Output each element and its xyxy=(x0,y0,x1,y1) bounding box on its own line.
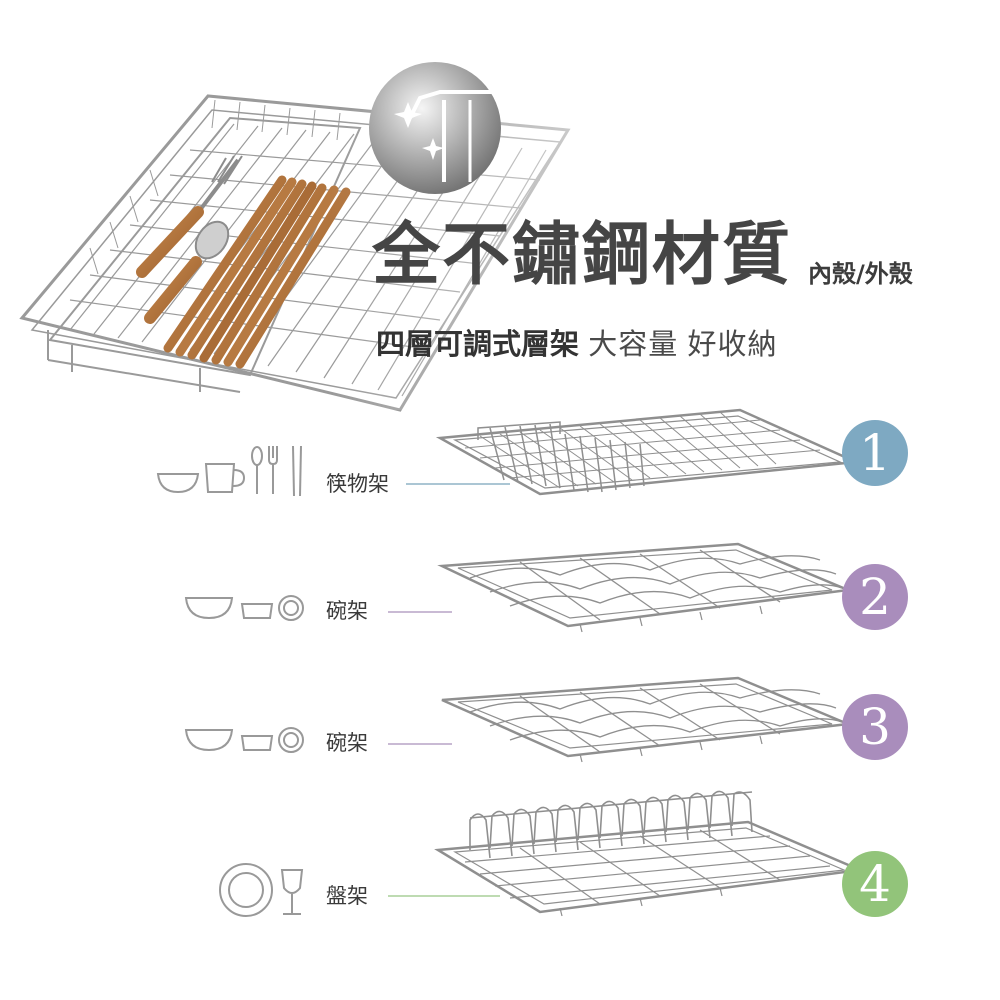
plate-icon xyxy=(278,727,304,753)
rack-3-label: 碗架 xyxy=(326,731,368,755)
bowl-icon xyxy=(184,729,234,752)
tagline-main: 四層可調式層架 xyxy=(376,327,580,361)
rack-1-number-badge: 1 xyxy=(842,420,908,486)
bowl-icon xyxy=(184,597,234,620)
rack-2-label: 碗架 xyxy=(326,599,368,623)
rack-3-image xyxy=(441,676,853,763)
rack-2-image xyxy=(437,542,853,633)
tagline-feature-1: 大容量 xyxy=(588,327,679,361)
small-bowl-icon xyxy=(240,603,274,619)
headline-note: 內殼/外殼 xyxy=(808,260,913,288)
wine-glass-icon xyxy=(280,869,304,915)
tagline: 四層可調式層架 大容量 好收納 xyxy=(376,330,777,359)
brand-logo xyxy=(369,62,501,194)
cup-icon xyxy=(204,463,246,493)
plate-icon xyxy=(219,863,273,917)
headline-title: 全不鏽鋼材質 xyxy=(372,216,793,295)
spoon-icon xyxy=(251,446,263,494)
chopsticks-image xyxy=(163,175,351,369)
rack-4-image xyxy=(434,790,865,917)
plate-icon xyxy=(278,595,304,621)
rack-2-number-badge: 2 xyxy=(842,564,908,630)
rack-4-number-badge: 4 xyxy=(842,851,908,917)
fork-and-spoon-image xyxy=(136,155,243,324)
tagline-feature-2: 好收納 xyxy=(687,327,778,361)
rack-4-label: 盤架 xyxy=(326,884,368,908)
small-bowl-icon xyxy=(240,735,274,751)
rack-3-number-badge: 3 xyxy=(842,694,908,760)
chopsticks-icon xyxy=(292,445,302,497)
fork-icon xyxy=(268,446,278,494)
bowl-icon xyxy=(156,473,200,494)
rack-1-image xyxy=(435,408,861,496)
rack-1-label: 筷物架 xyxy=(326,472,389,496)
